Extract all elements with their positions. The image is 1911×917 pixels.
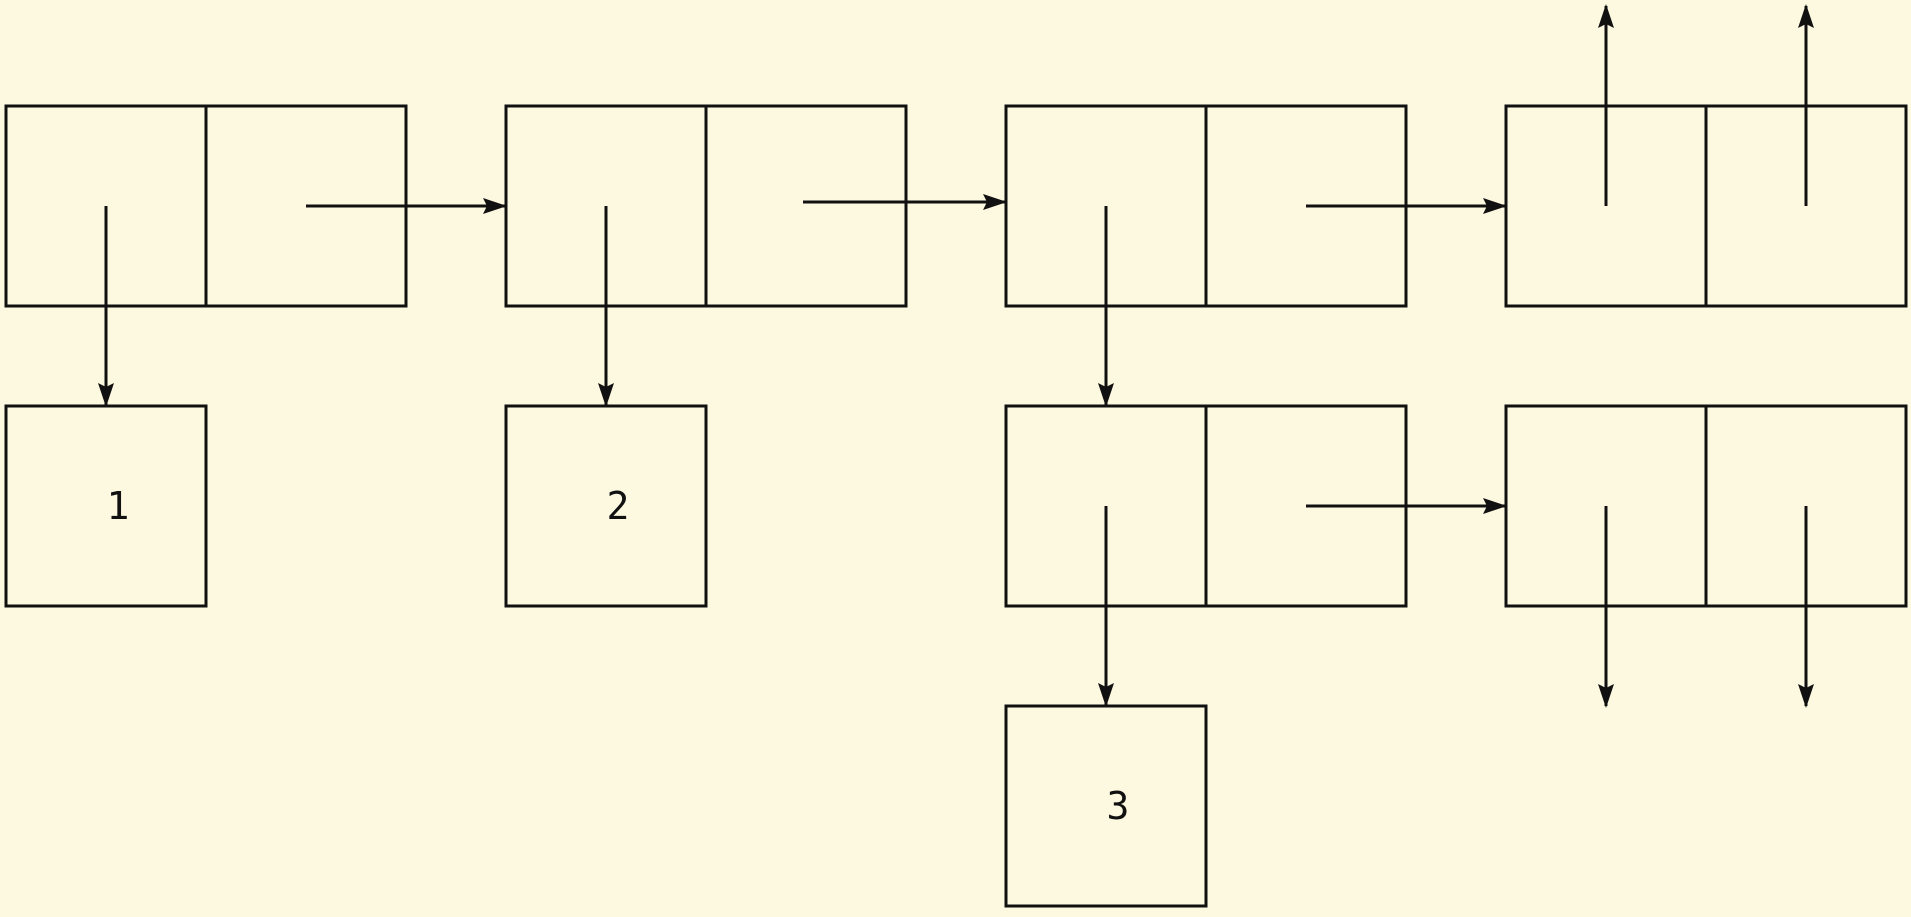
- pair-2: [504, 104, 908, 308]
- pair-6: [1504, 404, 1908, 608]
- pair-2-cdr-cell: [704, 104, 908, 308]
- atom-box-1: 1: [4, 404, 208, 608]
- pair-4: [1504, 104, 1908, 308]
- atom-box-3: 3: [1004, 704, 1208, 908]
- atom-2-label: 2: [607, 484, 630, 528]
- atom-1-label: 1: [107, 484, 130, 528]
- atom-3-label: 3: [1107, 784, 1130, 828]
- atom-box-2: 2: [504, 404, 708, 608]
